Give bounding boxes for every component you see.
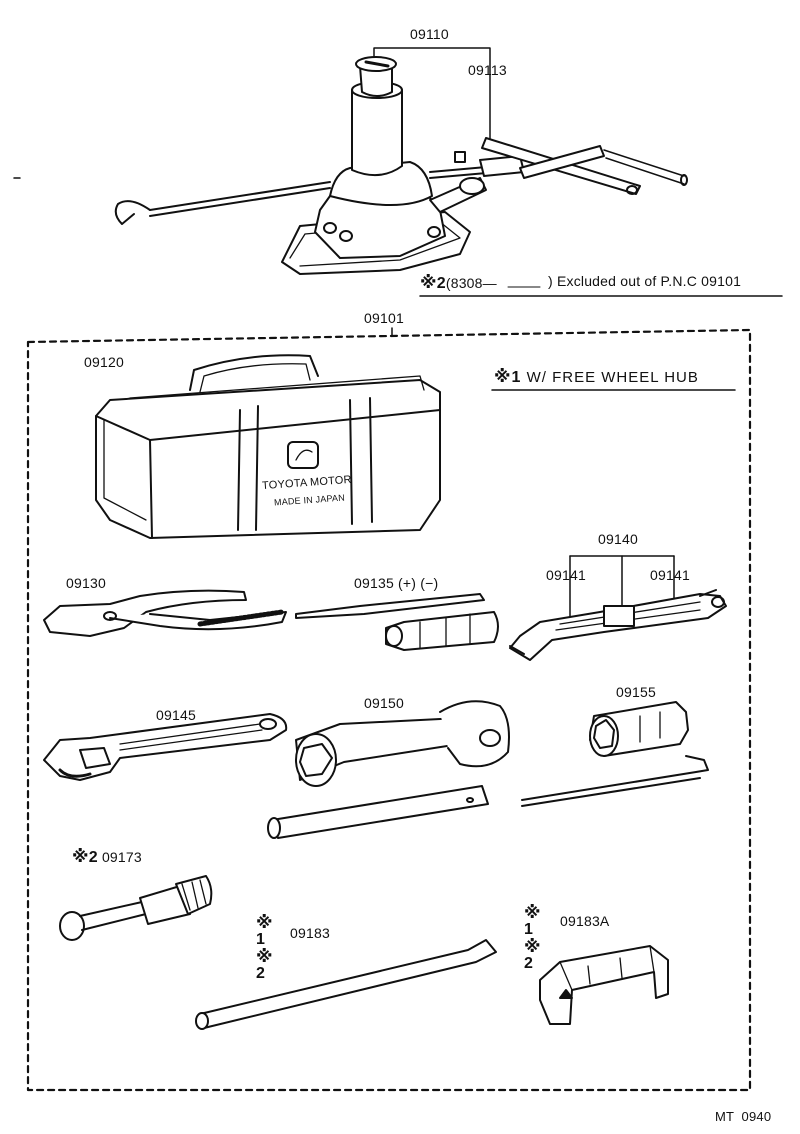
air-gauge-mark-number: 2: [88, 849, 98, 866]
pliers-drawing: [43, 589, 287, 637]
label-plug-wrench: 09155: [616, 684, 656, 700]
label-adjustable-wrench: 09145: [156, 707, 196, 723]
free-wheel-mark-symbol: ※: [494, 367, 512, 386]
bracket-mark-one: 1: [524, 921, 533, 938]
tire-iron-mark-symbol-1: ※: [256, 913, 273, 932]
air-gauge-number: 09173: [101, 849, 142, 865]
excluded-date: (8308—: [445, 275, 497, 291]
label-hub-nut-wrench: 09150: [364, 695, 404, 711]
plug-wrench-drawing: [521, 701, 709, 807]
excluded-text: ) Excluded out of P.N.C 09101: [548, 273, 742, 289]
hub-nut-wrench-drawing: [267, 700, 510, 839]
free-wheel-mark-number: 1: [511, 369, 522, 386]
tire-iron-mark-two: 2: [256, 965, 265, 982]
screwdriver-drawing: [295, 593, 499, 651]
label-tire-iron: 09183: [290, 925, 330, 941]
tire-iron-marks: ※1 ※2: [256, 914, 273, 982]
label-jack-handle: 09113: [468, 62, 507, 78]
screwdriver-types: (+) (−): [398, 575, 439, 591]
label-jack: 09110: [410, 26, 449, 42]
label-air-gauge: ※2 09173: [72, 848, 142, 866]
bracket-marks: ※1 ※2: [524, 904, 541, 972]
label-wrench-set: 09140: [598, 531, 638, 547]
tool-set-border: [26, 328, 752, 1092]
tire-iron-mark-symbol-2: ※: [256, 947, 273, 966]
free-wheel-note: ※1 W/ FREE WHEEL HUB: [494, 368, 699, 386]
free-wheel-text: W/ FREE WHEEL HUB: [526, 369, 699, 386]
jack-drawing: [114, 47, 688, 275]
label-hub-bracket: 09183A: [560, 913, 610, 929]
footer-code: MT 0940: [715, 1109, 772, 1124]
air-gauge-mark-symbol: ※: [72, 847, 89, 866]
bracket-mark-two: 2: [524, 955, 533, 972]
screwdriver-number: 09135: [354, 575, 394, 591]
excluded-note: ※2(8308—: [420, 274, 497, 292]
label-screwdriver: 09135 (+) (−): [354, 576, 438, 590]
tool-bag-drawing: [95, 354, 441, 539]
tire-iron-mark-one: 1: [256, 931, 265, 948]
label-tool-set: 09101: [364, 310, 404, 326]
label-pliers: 09130: [66, 575, 106, 591]
label-wrench-right: 09141: [650, 567, 690, 583]
air-gauge-drawing: [59, 875, 213, 941]
note-mark-number: 2: [436, 275, 446, 292]
note-mark-symbol: ※: [420, 273, 437, 292]
bracket-mark-symbol-1: ※: [524, 903, 541, 922]
label-wrench-left: 09141: [546, 567, 586, 583]
tire-iron-drawing: [195, 939, 497, 1030]
adjustable-wrench-drawing: [43, 713, 288, 781]
wrench-set-drawing: [509, 555, 727, 661]
bracket-mark-symbol-2: ※: [524, 937, 541, 956]
hub-bracket-drawing: [539, 945, 669, 1025]
label-tool-bag: 09120: [84, 354, 124, 370]
